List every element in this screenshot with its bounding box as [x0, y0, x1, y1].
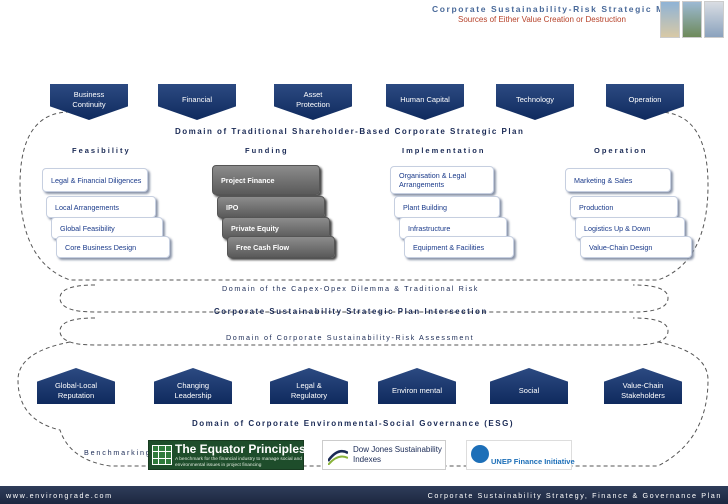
operation-item: Production — [570, 196, 678, 218]
header-photo-1 — [660, 1, 680, 38]
item-label: IPO — [226, 202, 239, 212]
capex-opex-domain-label: Domain of the Capex-Opex Dilemma & Tradi… — [222, 284, 479, 293]
dow-jones-logo: Dow Jones Sustainability Indexes — [322, 440, 446, 470]
item-label: Production — [579, 202, 614, 212]
footer-bar: www.environgrade.com Corporate Sustainab… — [0, 486, 728, 504]
arrow-label: Technology — [516, 95, 554, 104]
map-subtitle: Sources of Either Value Creation or Dest… — [458, 15, 626, 24]
unep-text: UNEP Finance Initiative — [491, 457, 575, 466]
equator-principles-logo: The Equator Principles A benchmark for t… — [148, 440, 306, 470]
header-photo-3 — [704, 1, 724, 38]
esg-domain-label: Domain of Corporate Environmental-Social… — [192, 419, 514, 428]
funding-item: Project Finance — [212, 165, 320, 195]
arrow-label: Environ mental — [391, 386, 443, 395]
item-label: Global Feasibility — [60, 223, 115, 233]
funding-item: Free Cash Flow — [227, 236, 335, 258]
arrow-label: Operation — [628, 95, 662, 104]
item-label: Organisation & Legal Arrangements — [399, 171, 467, 189]
item-label: Infrastructure — [408, 223, 451, 233]
implementation-item: Plant Building — [394, 196, 500, 218]
intersection-label: Corporate Sustainability Strategic Plan … — [214, 307, 488, 316]
item-label: Logistics Up & Down — [584, 223, 651, 233]
arrow-label: Global-Local Reputation — [54, 381, 98, 400]
arrow-label: Changing Leadership — [174, 381, 212, 400]
arrow-label: Legal & Regulatory — [290, 381, 328, 400]
operation-item: Value-Chain Design — [580, 236, 692, 258]
arrow-label: Human Capital — [400, 95, 450, 104]
equator-grid-icon — [152, 445, 172, 465]
item-label: Free Cash Flow — [236, 242, 290, 252]
item-label: Plant Building — [403, 202, 447, 212]
arrow-label: Financial — [181, 95, 212, 104]
arrow-label: Asset Protection — [296, 90, 330, 109]
operation-item: Marketing & Sales — [565, 168, 671, 192]
feasibility-item: Legal & Financial Diligences — [42, 168, 148, 192]
column-heading-feasibility: Feasibility — [72, 146, 131, 155]
un-emblem-icon — [471, 445, 489, 463]
arrow-label: Value-Chain Stakeholders — [621, 381, 665, 400]
header-photo-2 — [682, 1, 702, 38]
item-label: Legal & Financial Diligences — [51, 175, 142, 185]
traditional-domain-label: Domain of Traditional Shareholder-Based … — [175, 127, 525, 136]
feasibility-item: Local Arrangements — [46, 196, 156, 218]
dow-jones-text: Dow Jones Sustainability Indexes — [353, 445, 442, 464]
equator-subtitle: A benchmark for the financial industry t… — [175, 457, 302, 468]
item-label: Value-Chain Design — [589, 242, 653, 252]
benchmarking-label: Benchmarking — [84, 448, 152, 457]
feasibility-item: Core Business Design — [56, 236, 170, 258]
risk-assessment-domain-label: Domain of Corporate Sustainability-Risk … — [226, 333, 475, 342]
item-label: Marketing & Sales — [574, 175, 633, 185]
implementation-item: Equipment & Facilities — [404, 236, 514, 258]
connector-lines — [17, 111, 709, 467]
footer-caption: Corporate Sustainability Strategy, Finan… — [427, 491, 722, 500]
dow-jones-mark-icon — [328, 450, 348, 465]
column-heading-funding: Funding — [245, 146, 289, 155]
map-title: Corporate Sustainability-Risk Strategic … — [432, 4, 678, 14]
item-label: Project Finance — [221, 175, 275, 185]
footer-website: www.environgrade.com — [6, 491, 113, 500]
column-heading-implementation: Implementation — [402, 146, 486, 155]
arrow-label: Business Continuity — [72, 90, 106, 109]
equator-title: The Equator Principles — [175, 442, 306, 456]
item-label: Core Business Design — [65, 242, 137, 252]
column-heading-operation: Operation — [594, 146, 648, 155]
implementation-item: Organisation & Legal Arrangements — [390, 166, 494, 194]
item-label: Equipment & Facilities — [413, 242, 485, 252]
unep-fi-logo: UNEP Finance Initiative — [466, 440, 575, 470]
item-label: Private Equity — [231, 223, 279, 233]
item-label: Local Arrangements — [55, 202, 119, 212]
arrow-label: Social — [518, 386, 540, 395]
funding-item: IPO — [217, 196, 325, 218]
